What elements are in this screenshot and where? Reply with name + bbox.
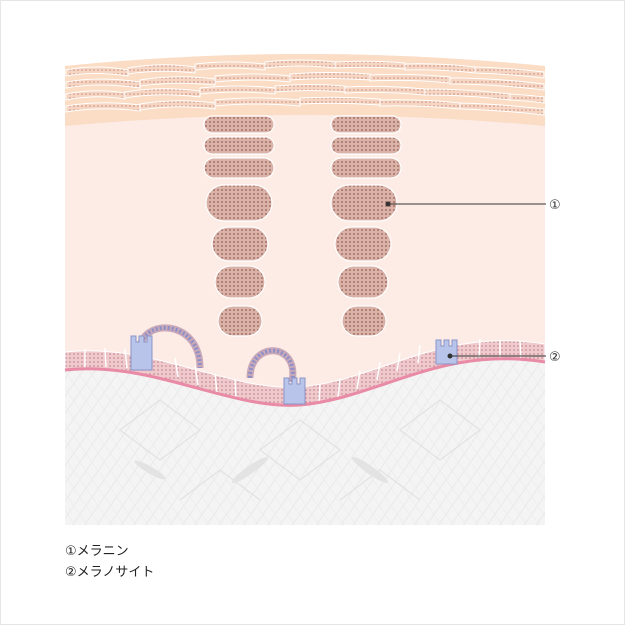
melanin-granule [211, 226, 269, 262]
legend-label: メラノサイト [76, 565, 155, 580]
callout-dot-melanocyte [447, 353, 453, 359]
melanocyte-cell-labeled [435, 339, 458, 365]
corneocyte-layer [65, 59, 545, 116]
melanin-granule [203, 157, 275, 179]
melanin-granule [330, 184, 398, 222]
melanin-granule [341, 305, 387, 337]
epidermis [65, 54, 545, 406]
basement-membrane [64, 357, 546, 407]
callout-marker-melanocyte: ② [549, 350, 561, 365]
melanin-granule [330, 115, 402, 134]
melanocyte-cell [130, 324, 204, 371]
melanin-granule [334, 226, 392, 262]
fibroblast [231, 456, 269, 484]
melanin-granule [214, 265, 266, 299]
callout-dot-melanin [385, 201, 391, 207]
melanin-granule [330, 136, 402, 155]
melanin-granule [337, 265, 389, 299]
legend-item-melanin: ①メラニン [65, 541, 154, 562]
legend-label: メラニン [76, 544, 129, 559]
melanin-column-right [330, 115, 402, 337]
legend-marker: ① [65, 544, 77, 559]
callout-marker-melanin: ① [549, 198, 561, 213]
melanin-granule [330, 157, 402, 179]
legend: ①メラニン ②メラノサイト [65, 541, 154, 583]
fibroblast [351, 456, 389, 484]
melanin-granule [203, 136, 275, 155]
melanin-granule [205, 184, 273, 222]
melanin-column-left [203, 115, 275, 337]
melanin-granule [217, 305, 263, 337]
fibroblast [134, 460, 166, 480]
melanin-granule [203, 115, 275, 134]
melanocyte-cell [246, 347, 306, 405]
legend-item-melanocyte: ②メラノサイト [65, 562, 154, 583]
legend-marker: ② [65, 565, 77, 580]
